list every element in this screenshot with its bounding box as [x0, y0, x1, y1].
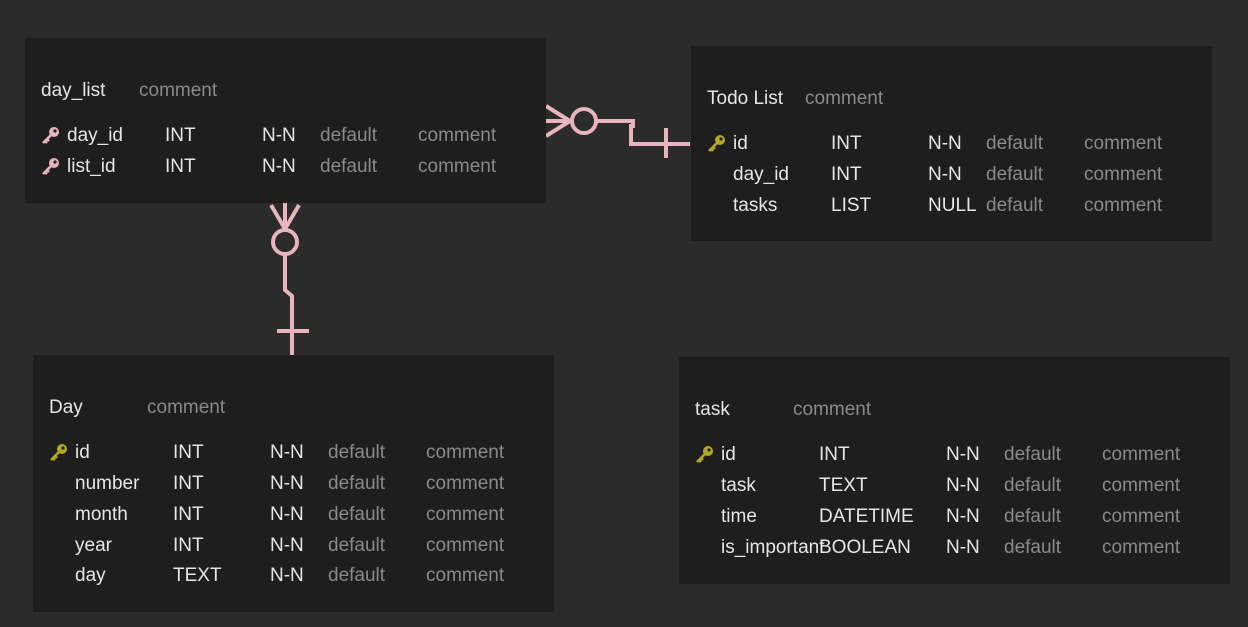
table-task[interactable]: task comment id INT N-N default comment … — [679, 357, 1230, 584]
column-name: is_important — [721, 537, 825, 558]
column-comment: comment — [1084, 195, 1163, 216]
column-name: month — [75, 504, 128, 525]
column-nullability: N-N — [270, 504, 304, 525]
column-default: default — [986, 133, 1044, 154]
column-comment: comment — [426, 565, 505, 586]
primary-key-icon — [707, 131, 729, 157]
column-name: day_id — [733, 164, 789, 185]
relation-daylist-todolist[interactable] — [544, 104, 690, 158]
column-nullability: N-N — [262, 156, 296, 177]
column-type: INT — [165, 156, 196, 177]
column-type: INT — [173, 535, 204, 556]
column-nullability: N-N — [946, 506, 980, 527]
column-nullability: N-N — [928, 164, 962, 185]
column-type: INT — [819, 444, 850, 465]
foreign-key-icon — [41, 154, 63, 180]
table-comment[interactable]: comment — [805, 88, 884, 109]
column-nullability: N-N — [946, 537, 980, 558]
column-nullability: N-N — [270, 473, 304, 494]
column-default: default — [320, 156, 378, 177]
column-nullability: NULL — [928, 195, 977, 216]
column-type: LIST — [831, 195, 872, 216]
column-name: list_id — [67, 156, 116, 177]
table-name[interactable]: day_list — [41, 80, 106, 101]
column-nullability: N-N — [270, 535, 304, 556]
crows-foot-many-icon — [544, 104, 572, 138]
column-name: id — [733, 133, 748, 154]
column-comment: comment — [426, 535, 505, 556]
table-todo-list[interactable]: Todo List comment id INT N-N default com… — [691, 46, 1212, 241]
column-comment: comment — [1102, 537, 1181, 558]
column-name: task — [721, 475, 756, 496]
column-default: default — [986, 164, 1044, 185]
column-comment: comment — [1102, 444, 1181, 465]
column-name: day — [75, 565, 106, 586]
column-comment: comment — [1084, 133, 1163, 154]
column-type: INT — [173, 442, 204, 463]
column-default: default — [1004, 537, 1062, 558]
table-comment[interactable]: comment — [793, 399, 872, 420]
column-comment: comment — [1084, 164, 1163, 185]
column-type: INT — [165, 125, 196, 146]
column-name: year — [75, 535, 112, 556]
column-default: default — [328, 565, 386, 586]
column-name: day_id — [67, 125, 123, 146]
column-nullability: N-N — [928, 133, 962, 154]
column-type: BOOLEAN — [819, 537, 911, 558]
column-comment: comment — [1102, 475, 1181, 496]
zero-optional-icon — [271, 228, 299, 256]
column-default: default — [1004, 475, 1062, 496]
column-name: number — [75, 473, 140, 494]
foreign-key-icon — [41, 123, 63, 149]
column-default: default — [328, 504, 386, 525]
column-comment: comment — [418, 156, 497, 177]
primary-key-icon — [49, 440, 71, 466]
table-name[interactable]: task — [695, 399, 730, 420]
column-type: TEXT — [819, 475, 868, 496]
table-day-list[interactable]: day_list comment day_id INT N-N default … — [25, 38, 546, 203]
table-header: Day comment — [49, 397, 225, 419]
column-default: default — [328, 473, 386, 494]
crows-foot-many-icon — [269, 203, 301, 231]
table-name[interactable]: Todo List — [707, 88, 784, 109]
column-type: INT — [173, 504, 204, 525]
table-comment[interactable]: comment — [139, 80, 218, 101]
column-nullability: N-N — [946, 444, 980, 465]
column-type: INT — [831, 164, 862, 185]
column-default: default — [986, 195, 1044, 216]
column-comment: comment — [426, 473, 505, 494]
column-name: id — [721, 444, 736, 465]
relation-daylist-day[interactable] — [269, 203, 309, 355]
column-default: default — [1004, 444, 1062, 465]
table-name[interactable]: Day — [49, 397, 83, 418]
column-type: TEXT — [173, 565, 222, 586]
column-default: default — [320, 125, 378, 146]
column-nullability: N-N — [270, 442, 304, 463]
table-header: Todo List comment — [707, 88, 883, 110]
table-header: day_list comment — [41, 80, 217, 102]
column-comment: comment — [426, 504, 505, 525]
column-type: INT — [173, 473, 204, 494]
zero-optional-icon — [570, 107, 598, 135]
column-nullability: N-N — [270, 565, 304, 586]
column-nullability: N-N — [262, 125, 296, 146]
column-name: id — [75, 442, 90, 463]
column-name: time — [721, 506, 757, 527]
column-default: default — [328, 442, 386, 463]
column-comment: comment — [426, 442, 505, 463]
column-type: DATETIME — [819, 506, 914, 527]
column-comment: comment — [418, 125, 497, 146]
column-name: tasks — [733, 195, 778, 216]
column-comment: comment — [1102, 506, 1181, 527]
column-default: default — [1004, 506, 1062, 527]
table-comment[interactable]: comment — [147, 397, 226, 418]
column-nullability: N-N — [946, 475, 980, 496]
primary-key-icon — [695, 442, 717, 468]
column-default: default — [328, 535, 386, 556]
table-day[interactable]: Day comment id INT N-N default comment n… — [33, 355, 554, 612]
table-header: task comment — [695, 399, 871, 421]
column-type: INT — [831, 133, 862, 154]
